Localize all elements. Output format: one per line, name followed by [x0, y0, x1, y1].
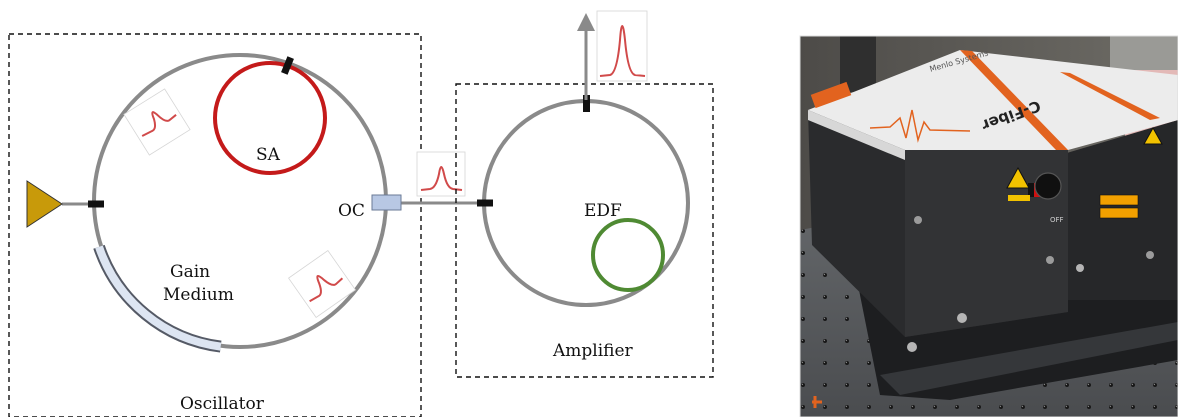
orange-stripe	[960, 50, 1068, 150]
key-switch	[1034, 172, 1062, 200]
output-coupler	[371, 194, 402, 211]
pulse-inset-link	[416, 151, 466, 197]
oscillator-section: SA Gain Medium Oscillator	[8, 33, 422, 417]
output-coupler-group: OC	[338, 151, 488, 221]
laser-warning-icon	[1006, 166, 1030, 189]
pulse-inset-lower	[288, 250, 356, 318]
device-photo: C-Fiber Menlo Systems OFF	[800, 36, 1178, 417]
switch-label: OFF	[1050, 216, 1064, 224]
edf-label: EDF	[584, 201, 622, 221]
pulse-inset-upper	[123, 88, 191, 156]
housing-top	[808, 50, 1178, 150]
amp-input-connector	[477, 199, 493, 207]
amplifier-section: EDF Amplifier	[455, 10, 714, 378]
oc-label: OC	[338, 201, 365, 221]
gain-label-line1: Gain	[170, 262, 210, 282]
pump-connector	[88, 200, 104, 208]
pulse-inset-output	[596, 10, 648, 82]
sa-label: SA	[256, 145, 281, 165]
oscillator-box	[8, 33, 422, 417]
oscillator-label: Oscillator	[180, 394, 265, 414]
amplifier-box	[455, 83, 714, 378]
gain-label-line2: Medium	[163, 285, 234, 305]
sa-connector	[281, 56, 294, 75]
pump-diode-icon	[26, 180, 63, 228]
edf-ring	[591, 218, 665, 292]
amplifier-label: Amplifier	[552, 341, 634, 361]
amp-output-connector	[583, 95, 590, 112]
saturable-absorber-ring	[213, 61, 327, 175]
